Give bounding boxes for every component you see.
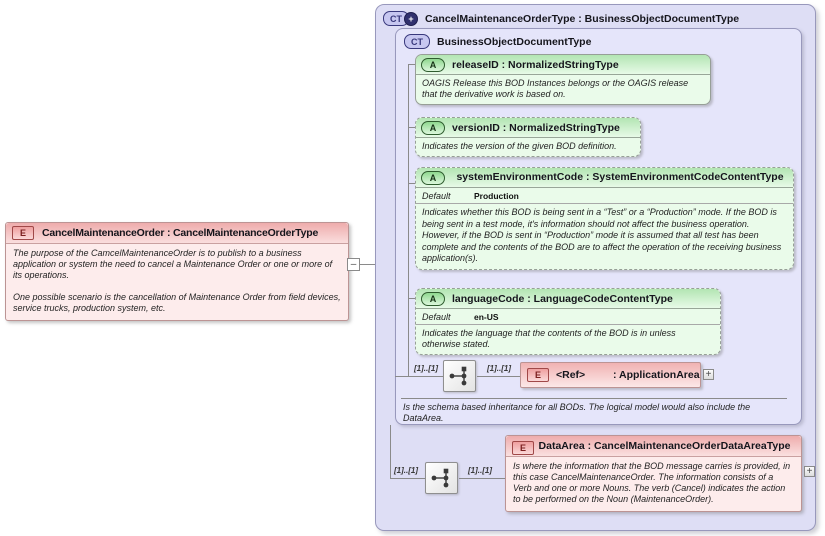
element-title: DataArea : CancelMaintenanceOrderDataAre… (538, 440, 791, 452)
connector-line (408, 183, 415, 184)
element-header: E CancelMaintenanceOrder : CancelMainten… (6, 223, 348, 244)
cardinality-label: [1]..[1] (468, 466, 492, 475)
cardinality-label: [1]..[1] (394, 466, 418, 475)
default-value: Production (474, 190, 519, 201)
element-icon: E (512, 441, 534, 455)
ct-icon: CT (404, 34, 430, 49)
attribute-box-languagecode[interactable]: A languageCode : LanguageCodeContentType… (415, 288, 721, 355)
expand-button[interactable]: + (703, 369, 714, 380)
attribute-tree-line (408, 64, 409, 376)
element-description: The purpose of the CamcelMaintenanceOrde… (6, 244, 348, 320)
attribute-header: A versionID : NormalizedStringType (416, 118, 640, 138)
complex-type-title: CancelMaintenanceOrderType : BusinessObj… (425, 12, 740, 25)
sequence-compositor-icon[interactable] (425, 462, 458, 494)
ref-element-name: <Ref> (556, 369, 586, 381)
element-box-dataarea[interactable]: E DataArea : CancelMaintenanceOrderDataA… (505, 435, 802, 512)
element-header: E DataArea : CancelMaintenanceOrderDataA… (506, 436, 801, 457)
connector-line (408, 298, 415, 299)
connector-line (390, 425, 391, 478)
cardinality-label: [1]..[1] (487, 364, 511, 373)
attribute-title: versionID : NormalizedStringType (452, 121, 620, 134)
default-value: en-US (474, 311, 499, 322)
divider (401, 398, 787, 399)
plus-badge-icon: + (404, 11, 418, 26)
ref-element-type: : ApplicationArea (613, 369, 700, 381)
attribute-header: A languageCode : LanguageCodeContentType (416, 289, 720, 309)
attribute-header: A systemEnvironmentCode : SystemEnvironm… (416, 168, 793, 188)
attribute-icon: A (421, 291, 445, 306)
connector-line (395, 376, 443, 377)
base-type-header: CT BusinessObjectDocumentType (404, 34, 591, 49)
attribute-box-versionid[interactable]: A versionID : NormalizedStringType Indic… (415, 117, 641, 157)
attribute-description: OAGIS Release this BOD Instances belongs… (422, 78, 689, 99)
attribute-header: A releaseID : NormalizedStringType (416, 55, 710, 75)
complex-type-derived-icon: CT + (383, 11, 418, 26)
attribute-icon: A (421, 57, 445, 72)
attribute-title: languageCode : LanguageCodeContentType (452, 292, 673, 305)
collapse-button[interactable]: – (347, 258, 360, 271)
attribute-icon: A (421, 120, 445, 135)
description-paragraph: One possible scenario is the cancellatio… (13, 292, 341, 313)
connector-line (477, 376, 520, 377)
sequence-glyph (431, 468, 448, 488)
default-value-row: Default en-US (416, 309, 720, 325)
complex-type-header: CT + CancelMaintenanceOrderType : Busine… (383, 11, 739, 26)
description-paragraph: The purpose of the CamcelMaintenanceOrde… (13, 248, 333, 280)
element-box-cancelmaintenanceorder[interactable]: E CancelMaintenanceOrder : CancelMainten… (5, 222, 349, 321)
attribute-icon: A (421, 170, 445, 185)
element-icon: E (527, 368, 549, 382)
connector-line (459, 478, 505, 479)
attribute-box-systemenvironmentcode[interactable]: A systemEnvironmentCode : SystemEnvironm… (415, 167, 794, 270)
attribute-description: Indicates the language that the contents… (422, 328, 676, 349)
default-label: Default (422, 190, 451, 201)
sequence-glyph (449, 366, 466, 386)
connector-line (349, 264, 375, 265)
attribute-box-releaseid[interactable]: A releaseID : NormalizedStringType OAGIS… (415, 54, 711, 105)
element-icon: E (12, 226, 34, 240)
connector-line (408, 127, 415, 128)
attribute-description: Indicates whether this BOD is being sent… (422, 207, 782, 263)
connector-line (408, 64, 415, 65)
attribute-title: releaseID : NormalizedStringType (452, 58, 619, 71)
cardinality-label: [1]..[1] (414, 364, 438, 373)
element-description: Is where the information that the BOD me… (513, 461, 791, 504)
attribute-description: Indicates the version of the given BOD d… (422, 141, 617, 151)
attribute-title: systemEnvironmentCode : SystemEnvironmen… (456, 171, 784, 183)
connector-line (390, 478, 425, 479)
element-title: CancelMaintenanceOrder : CancelMaintenan… (42, 227, 319, 239)
default-label: Default (422, 311, 451, 322)
default-value-row: Default Production (416, 188, 793, 204)
sequence-compositor-icon[interactable] (443, 360, 476, 392)
element-box-applicationarea-ref[interactable]: E <Ref> : ApplicationArea (520, 362, 701, 388)
base-type-title: BusinessObjectDocumentType (437, 35, 592, 48)
expand-button[interactable]: + (804, 466, 815, 477)
base-type-note: Is the schema based inheritance for all … (403, 402, 751, 423)
